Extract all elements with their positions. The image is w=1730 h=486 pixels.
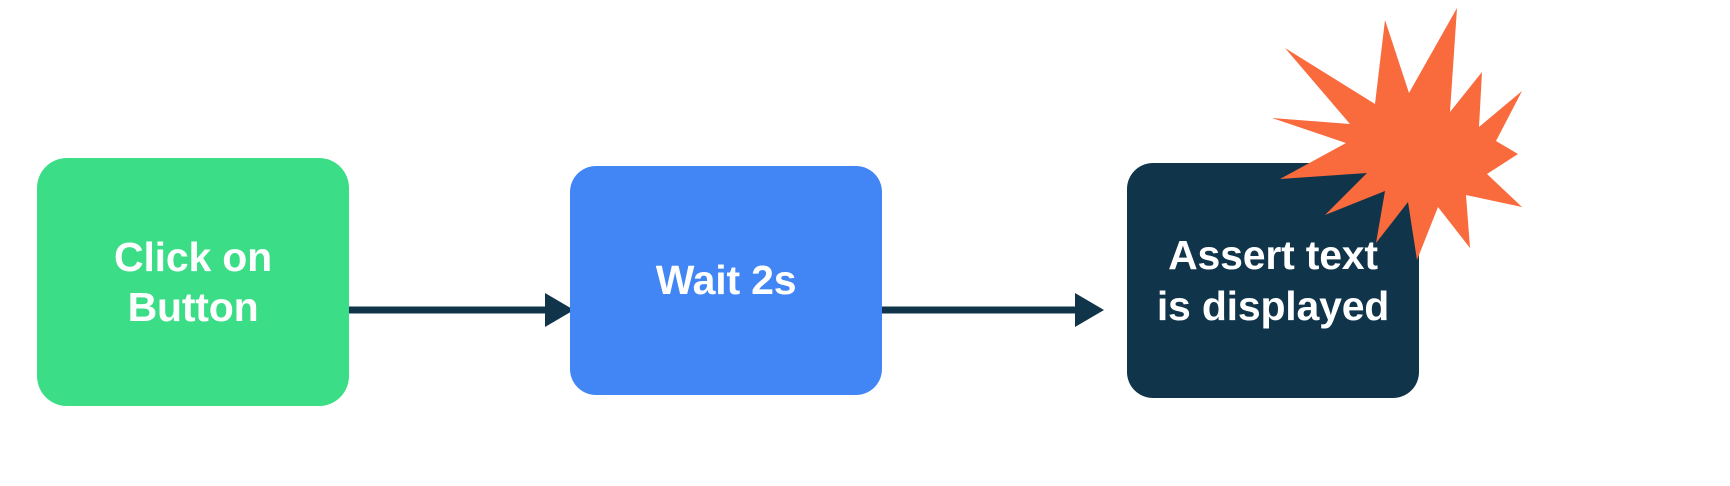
- connector-click-to-wait: [349, 293, 574, 327]
- connector-wait-to-assert: [882, 293, 1104, 327]
- node-label: Assert text is displayed: [1156, 232, 1390, 329]
- node-label: Wait 2s: [655, 257, 797, 304]
- node-wait-2s[interactable]: Wait 2s: [570, 166, 882, 395]
- node-label: Click on Button: [114, 233, 272, 330]
- arrowhead-icon: [1075, 293, 1104, 327]
- node-assert-text-is-displayed[interactable]: Assert text is displayed: [1127, 163, 1419, 398]
- node-click-on-button[interactable]: Click on Button: [37, 158, 349, 406]
- arrowhead-icon: [545, 293, 574, 327]
- starburst-icon: [1272, 8, 1522, 260]
